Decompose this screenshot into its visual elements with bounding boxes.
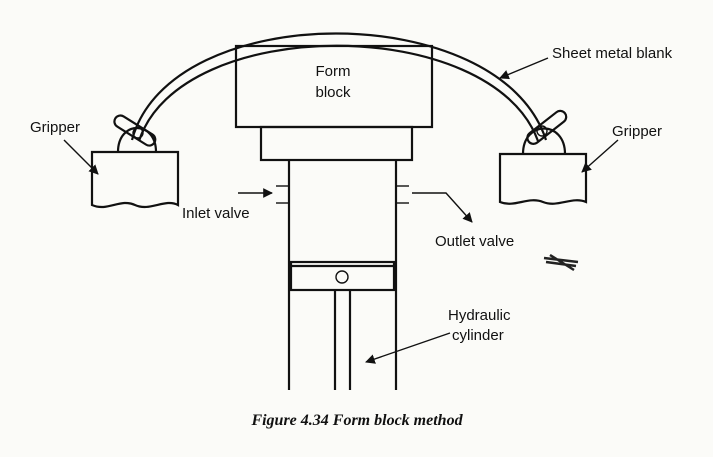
outlet-valve-label: Outlet valve — [435, 233, 514, 250]
left-gripper — [90, 114, 180, 209]
hydraulic-cylinder-label-line1: Hydraulic — [448, 307, 511, 324]
figure-caption: Figure 4.34 Form block method — [250, 412, 463, 429]
left-gripper-label: Gripper — [30, 119, 80, 136]
sheet-metal-blank-arrow — [499, 57, 549, 80]
right-gripper-label: Gripper — [612, 123, 662, 140]
right-gripper-arrow — [581, 139, 619, 173]
hydraulic-cylinder-label-line2: cylinder — [452, 327, 504, 344]
piston-rod — [333, 290, 352, 390]
ram-plate — [259, 125, 414, 162]
piston — [289, 260, 396, 292]
hydraulic-cylinder — [276, 160, 409, 390]
form-block-label-line1: Form — [316, 63, 351, 80]
left-gripper-arrow — [63, 139, 99, 175]
pen-scribble-mark — [543, 253, 579, 272]
hydraulic-cylinder-arrow — [365, 332, 451, 364]
form-block-label-line2: block — [315, 84, 351, 101]
sheet-metal-blank-label: Sheet metal blank — [552, 45, 673, 62]
inlet-valve-label: Inlet valve — [182, 205, 250, 222]
right-gripper — [498, 109, 588, 205]
outlet-valve-arrow — [412, 192, 473, 223]
